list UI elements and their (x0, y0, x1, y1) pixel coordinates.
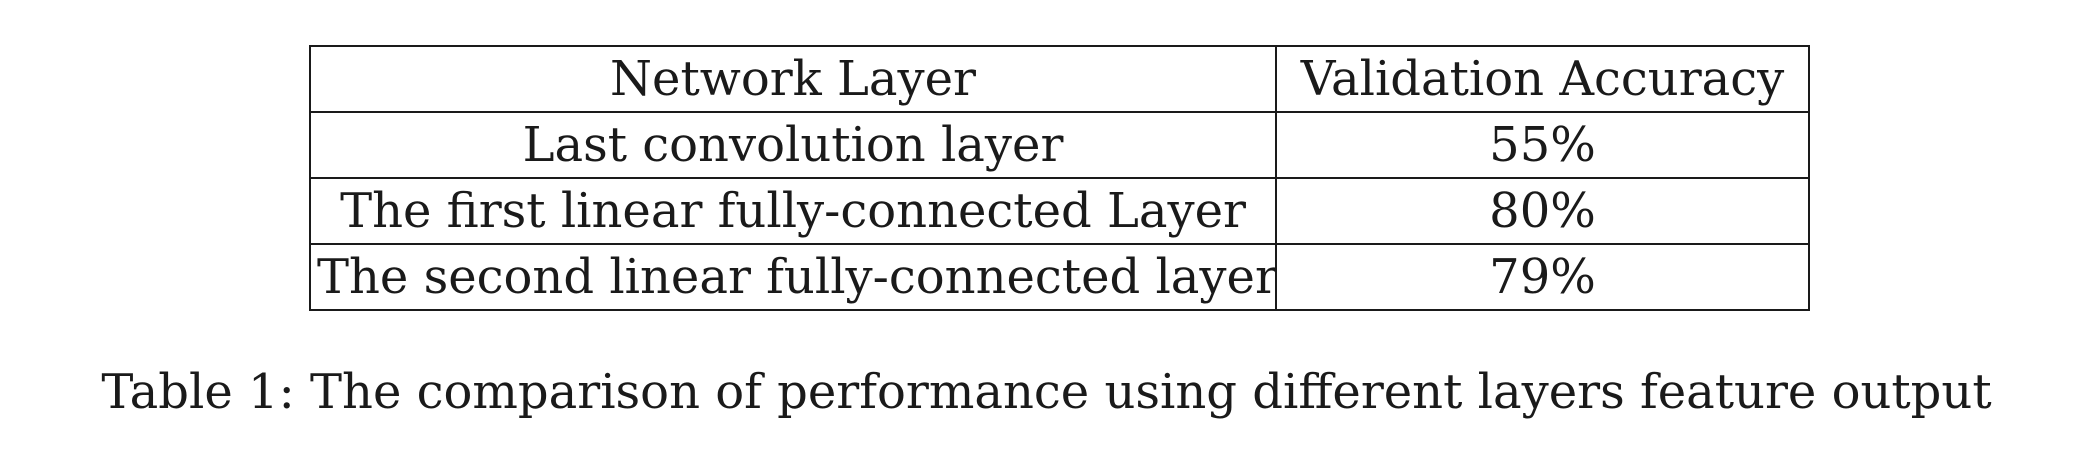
cell-accuracy: 79% (1275, 243, 1810, 311)
table-header-row: Network Layer Validation Accuracy (309, 45, 1810, 113)
table-row: Last convolution layer 55% (309, 111, 1810, 179)
table-row: The second linear fully-connected layer … (309, 243, 1810, 311)
header-validation-accuracy: Validation Accuracy (1275, 45, 1810, 113)
cell-accuracy: 55% (1275, 111, 1810, 179)
cell-layer: Last convolution layer (309, 111, 1277, 179)
header-network-layer: Network Layer (309, 45, 1277, 113)
cell-layer: The first linear fully-connected Layer (309, 177, 1277, 245)
table-row: The first linear fully-connected Layer 8… (309, 177, 1810, 245)
table-caption: Table 1: The comparison of performance u… (101, 364, 1992, 420)
cell-layer: The second linear fully-connected layer (309, 243, 1277, 311)
results-table: Network Layer Validation Accuracy Last c… (309, 45, 1810, 311)
cell-accuracy: 80% (1275, 177, 1810, 245)
